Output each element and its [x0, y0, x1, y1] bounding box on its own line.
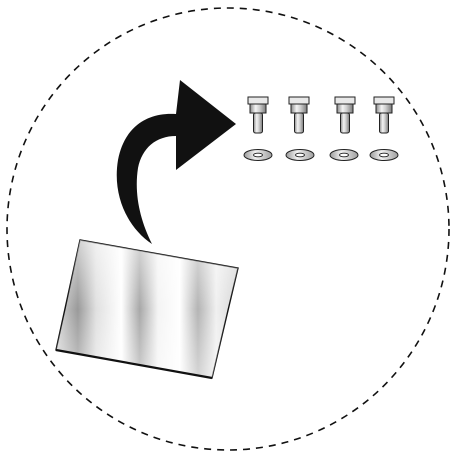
- bolt-icon: [334, 96, 356, 134]
- washer-icon: [369, 149, 399, 161]
- bolt-icon: [247, 96, 269, 134]
- hardware-bag-icon: [55, 239, 239, 380]
- bolt-icon: [373, 96, 395, 134]
- bolt-icon: [288, 96, 310, 134]
- washer-icon: [329, 149, 359, 161]
- washer-icon: [285, 149, 315, 161]
- curved-arrow-icon: [116, 80, 236, 244]
- bolt-group: [247, 96, 395, 134]
- washer-icon: [243, 149, 273, 161]
- washer-group: [243, 149, 399, 161]
- dashed-boundary-circle: [6, 7, 450, 451]
